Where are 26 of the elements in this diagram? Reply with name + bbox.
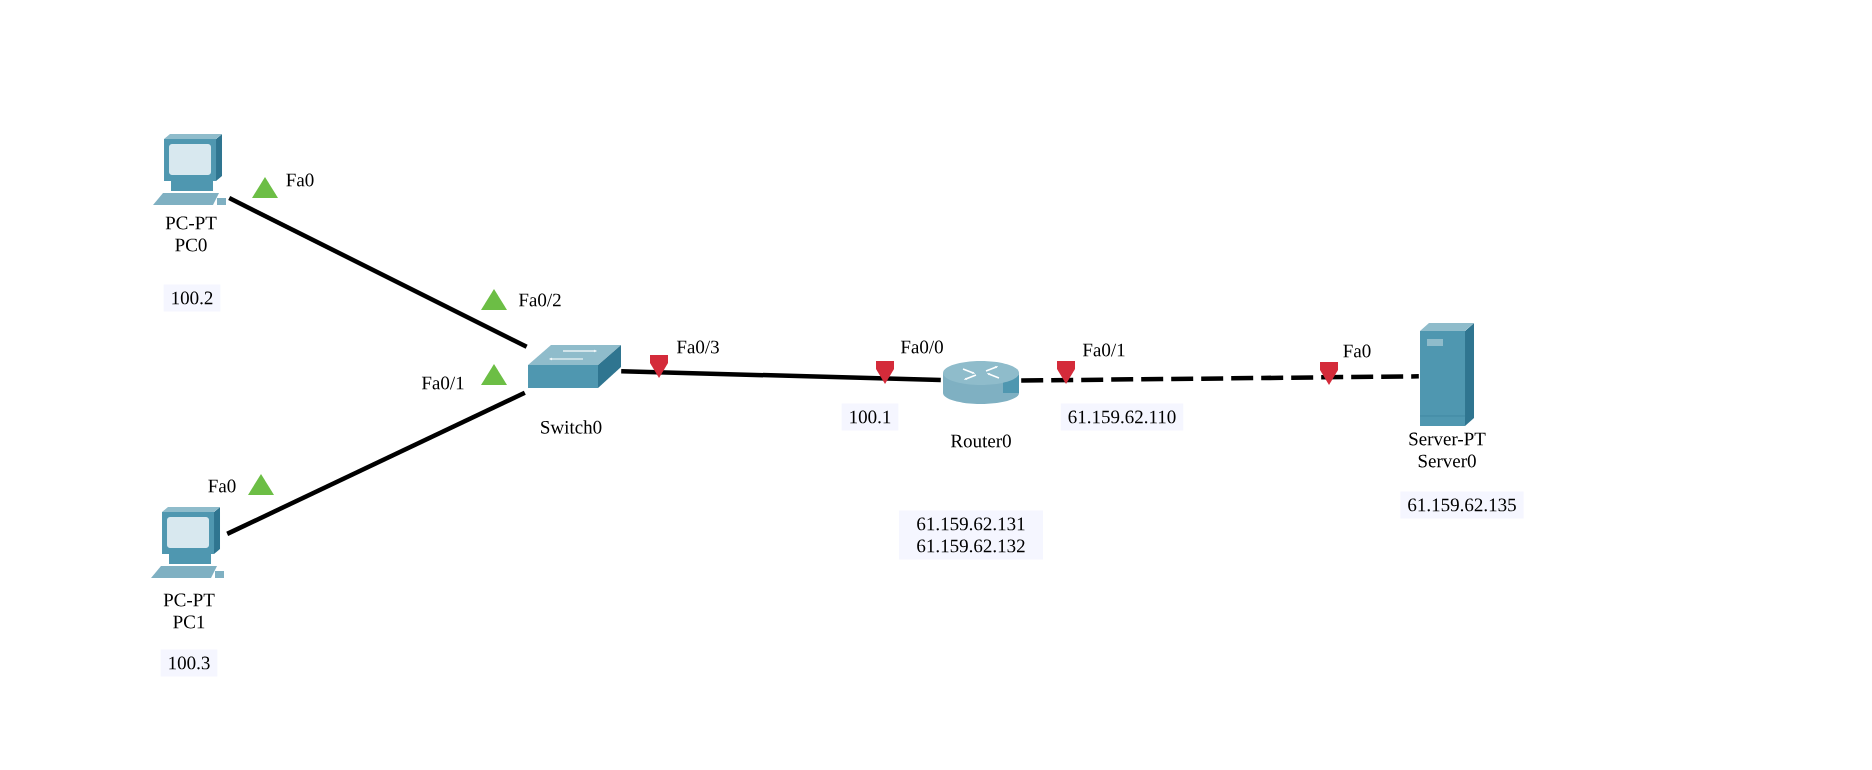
device-label: Switch0 [541, 420, 602, 434]
address-note: 100.2 [163, 284, 221, 312]
port-label: Fa0/3 [676, 340, 719, 354]
port-label: Fa0 [208, 479, 236, 493]
cable [621, 369, 941, 383]
port-label: Fa0/0 [900, 340, 943, 354]
device-label: Server0 [1418, 454, 1476, 468]
address-note: 61.159.62.110 [1060, 403, 1184, 431]
device-label: PC0 [175, 238, 207, 252]
device-label: PC-PT [165, 216, 217, 230]
port-label: Fa0/2 [518, 293, 561, 307]
port-label: Fa0 [1343, 344, 1371, 358]
port-label: Fa0 [286, 173, 314, 187]
address-note: 100.3 [160, 649, 218, 677]
device-label: Router0 [950, 434, 1011, 448]
cable [226, 390, 526, 536]
port-label: Fa0/1 [421, 376, 464, 390]
device-label: Server-PT [1409, 432, 1486, 446]
cable [1021, 374, 1419, 383]
address-note: 100.1 [841, 403, 899, 431]
device-label: PC1 [173, 615, 205, 629]
device-label: PC-PT [163, 593, 215, 607]
cable [228, 196, 528, 349]
address-note: 61.159.62.135 [1400, 491, 1524, 519]
address-note: 61.159.62.131 61.159.62.132 [899, 510, 1043, 560]
port-label: Fa0/1 [1082, 343, 1125, 357]
